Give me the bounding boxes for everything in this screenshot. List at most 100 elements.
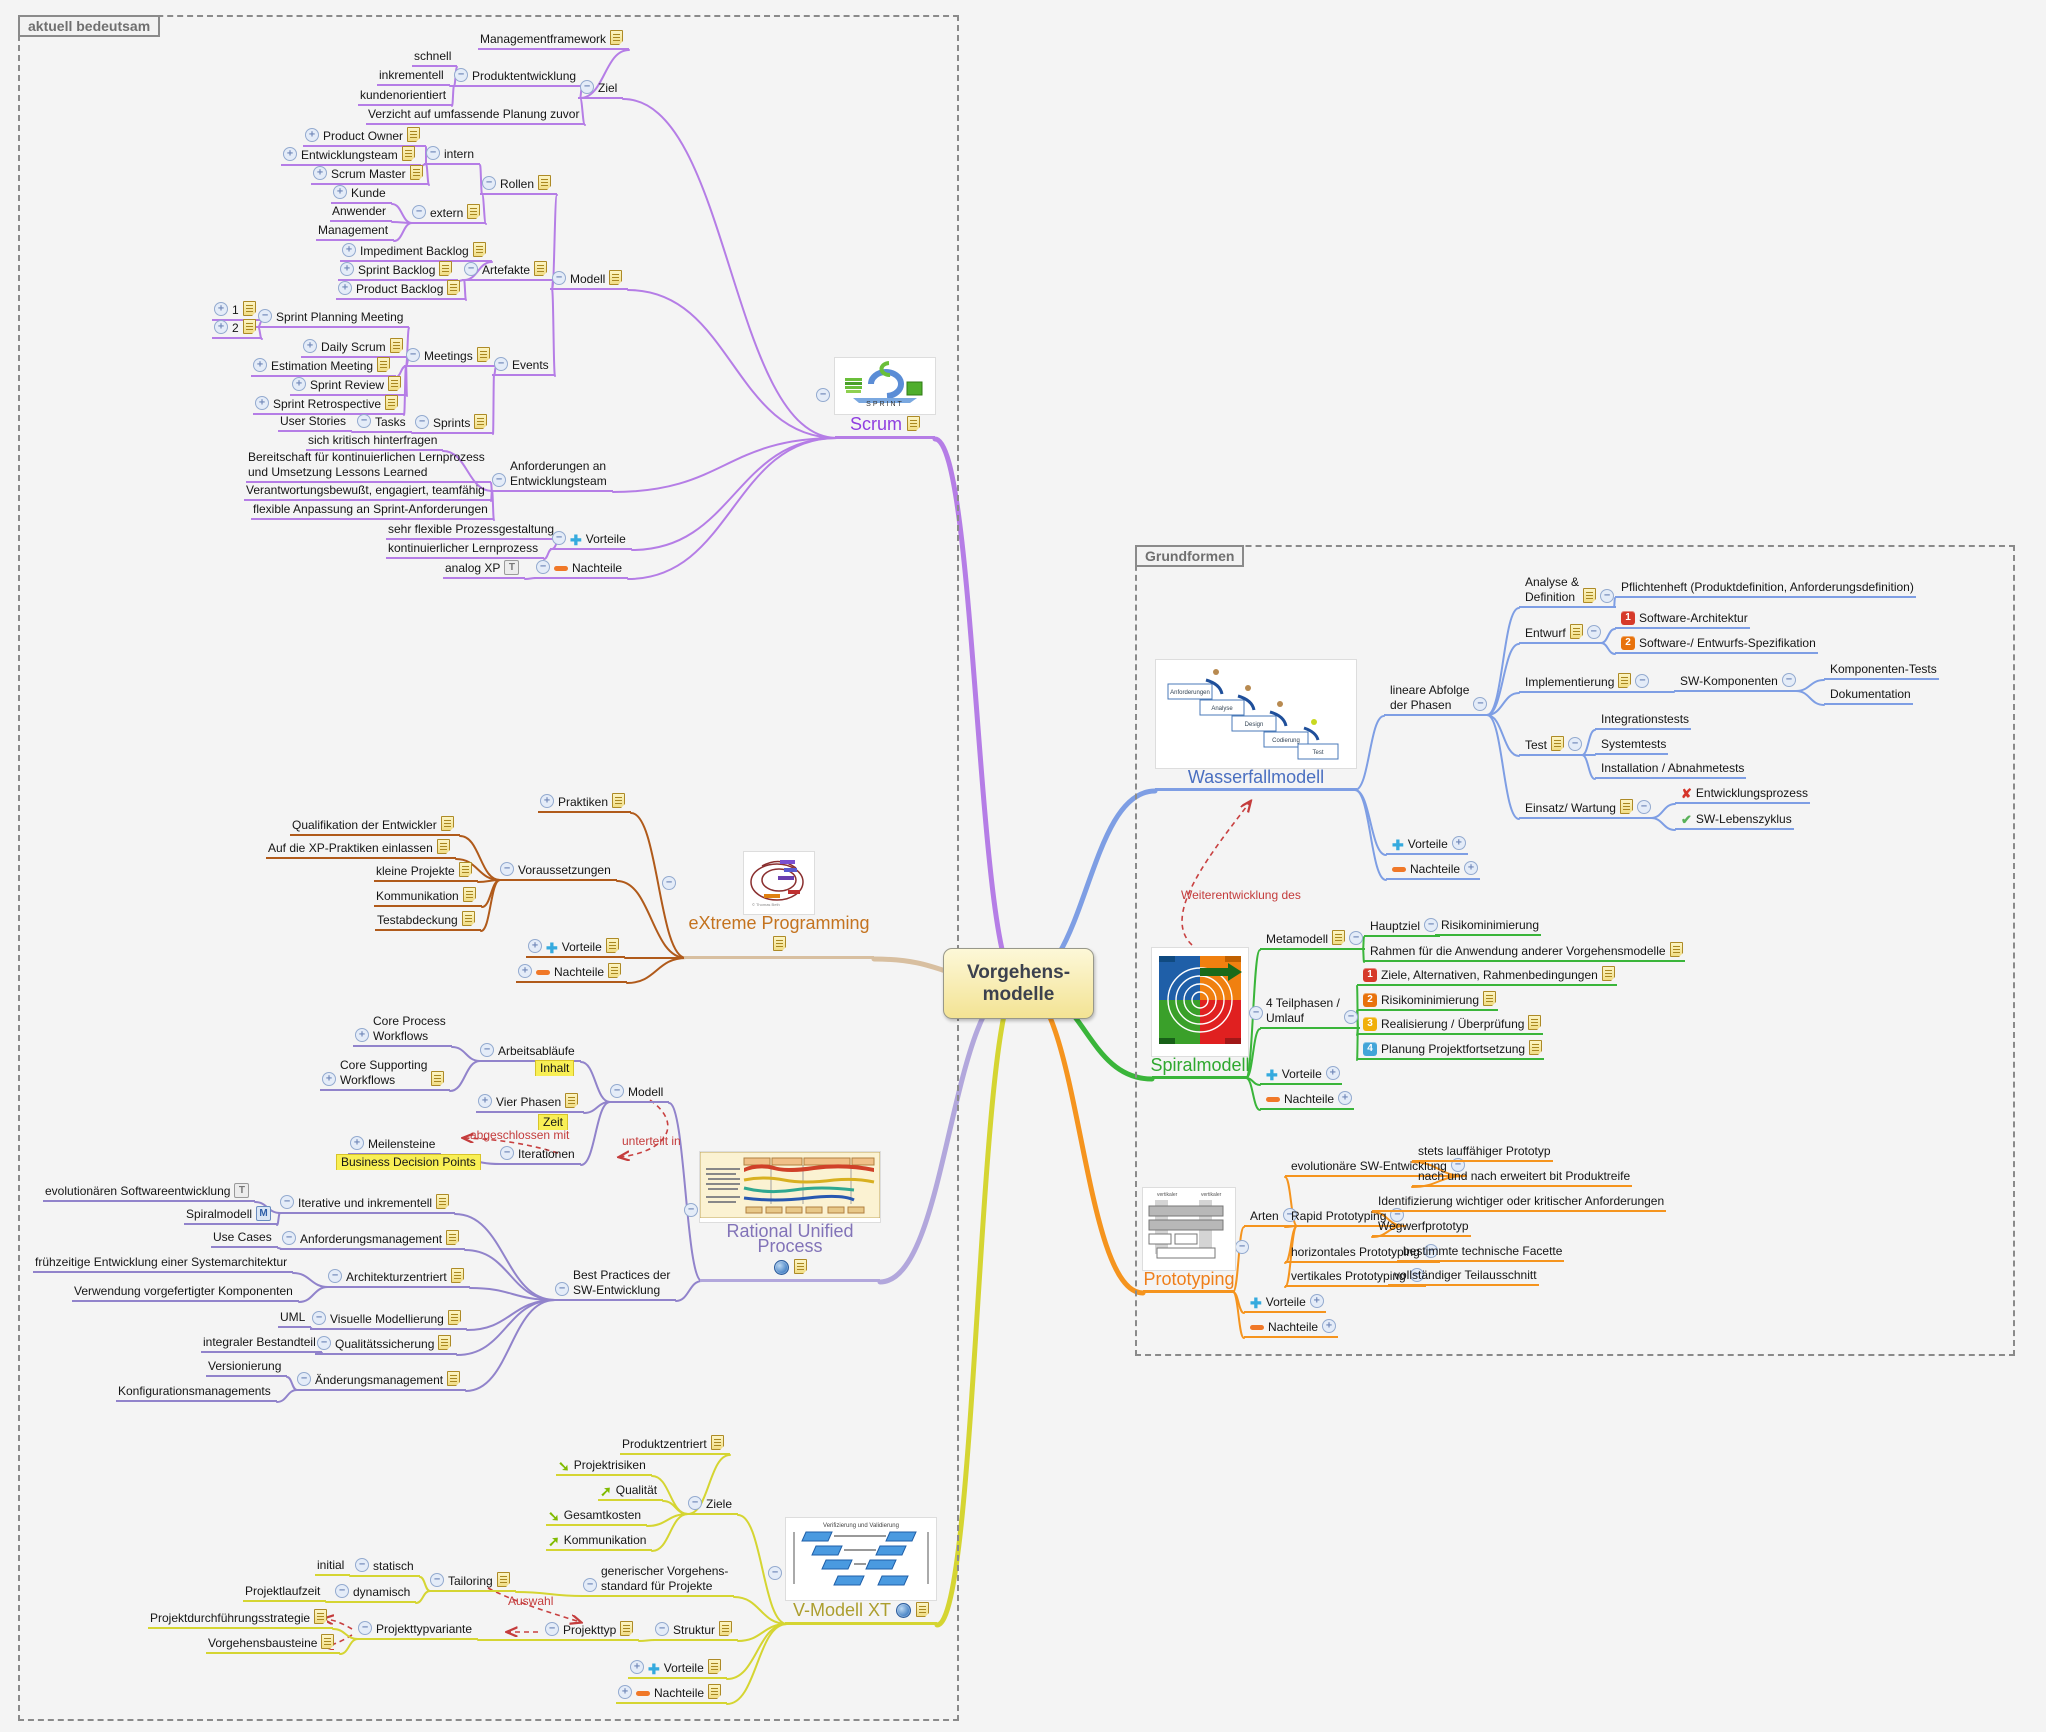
collapse-icon[interactable]: − <box>280 1195 294 1209</box>
wf-test[interactable]: Test− <box>1519 736 1585 756</box>
komponenten-tests[interactable]: Komponenten-Tests <box>1824 662 1939 680</box>
note-icon[interactable] <box>447 1310 461 1325</box>
rup-root-label[interactable]: Rational Unified Process <box>726 1221 854 1256</box>
expand-icon[interactable]: + <box>1464 861 1479 875</box>
collapse-icon[interactable]: − <box>662 876 676 890</box>
sprint-planning-2[interactable]: +2 <box>212 319 262 339</box>
collapse-icon[interactable]: − <box>357 414 371 428</box>
wf-linear[interactable]: lineare Abfolge der Phasen− <box>1384 683 1490 716</box>
note-icon[interactable] <box>472 242 486 257</box>
evolutionaere-sw-entwicklung[interactable]: evolutionäre SW-Entwicklung− <box>1285 1158 1467 1177</box>
expand-icon[interactable]: + <box>618 1685 632 1699</box>
note-icon[interactable] <box>1583 588 1597 603</box>
expand-icon[interactable]: + <box>303 339 317 353</box>
best-practices[interactable]: −Best Practices der SW-Entwicklung <box>553 1268 677 1301</box>
proto-collapse[interactable]: − <box>1229 1240 1255 1257</box>
vier-phasen[interactable]: +Vier Phasen <box>476 1093 585 1113</box>
expand-icon[interactable]: + <box>630 1660 644 1674</box>
expand-icon[interactable]: + <box>1309 1294 1324 1308</box>
note-icon[interactable] <box>565 1093 579 1108</box>
rahmen-vorgehensmodelle[interactable]: Rahmen für die Anwendung anderer Vorgehe… <box>1364 942 1685 962</box>
spiral-vorteile[interactable]: ✚Vorteile+ <box>1260 1066 1342 1085</box>
qualifikation-entwickler[interactable]: Qualifikation der Entwickler <box>290 816 460 836</box>
note-icon[interactable] <box>447 1371 461 1386</box>
rapid-prototyping[interactable]: Rapid Prototyping− <box>1285 1208 1407 1227</box>
expand-icon[interactable]: + <box>1451 836 1466 850</box>
verzicht-planung[interactable]: Verzicht auf umfassende Planung zuvor <box>366 107 586 125</box>
bestimmte-facette[interactable]: bestimmte technische Facette <box>1397 1244 1565 1262</box>
expand-icon[interactable]: + <box>214 320 228 334</box>
note-icon[interactable] <box>1669 942 1683 957</box>
tailoring[interactable]: −Tailoring <box>428 1572 516 1592</box>
collapse-icon[interactable]: − <box>1349 931 1364 945</box>
note-icon[interactable] <box>1618 673 1632 688</box>
note-icon[interactable] <box>916 1602 930 1617</box>
integraler-bestandteil[interactable]: integraler Bestandteil <box>201 1335 322 1353</box>
scrum-vorteile[interactable]: −✚Vorteile <box>550 531 632 550</box>
kontinuierlicher-lernprozess[interactable]: kontinuierlicher Lernprozess <box>386 541 545 559</box>
praktiken[interactable]: +Praktiken <box>538 793 632 813</box>
intern[interactable]: −intern <box>424 146 481 165</box>
note-icon[interactable] <box>409 165 423 180</box>
nach-und-nach-erweitert[interactable]: nach und nach erweitert bit Produktreife <box>1412 1169 1633 1187</box>
sw-komponenten[interactable]: SW-Komponenten− <box>1674 673 1798 692</box>
anforderungen[interactable]: −Anforderungen an Entwicklungsteam <box>490 459 613 492</box>
collapse-icon[interactable]: − <box>335 1584 349 1598</box>
collapse-icon[interactable]: − <box>552 271 566 285</box>
note-icon[interactable] <box>1528 1015 1542 1030</box>
anforderungsmanagement[interactable]: −Anforderungsmanagement <box>280 1230 466 1250</box>
note-icon[interactable] <box>440 816 454 831</box>
note-icon[interactable] <box>907 416 920 431</box>
note-icon[interactable] <box>450 1268 464 1283</box>
note-icon[interactable] <box>436 1194 450 1209</box>
artefakte[interactable]: −Artefakte <box>462 261 554 281</box>
analyse-definition[interactable]: Analyse & Definition− <box>1519 575 1617 608</box>
expand-icon[interactable]: + <box>253 358 267 372</box>
collapse-icon[interactable]: − <box>358 1621 372 1635</box>
collapse-icon[interactable]: − <box>412 205 426 219</box>
note-icon[interactable] <box>314 1609 328 1624</box>
collapse-icon[interactable]: − <box>1409 1268 1424 1282</box>
note-icon[interactable] <box>242 301 256 316</box>
note-icon[interactable] <box>708 1684 722 1699</box>
extern[interactable]: −extern <box>410 204 487 224</box>
expand-icon[interactable]: + <box>1322 1319 1337 1333</box>
note-icon[interactable] <box>719 1621 733 1636</box>
entwicklungsprozess[interactable]: ✘Entwicklungsprozess <box>1675 786 1810 804</box>
xp-root-label[interactable]: eXtreme Programming <box>688 913 870 933</box>
collapse-icon[interactable]: − <box>1249 1006 1263 1020</box>
projekttypvariante[interactable]: −Projekttypvariante <box>356 1621 479 1640</box>
expand-icon[interactable]: + <box>255 396 269 410</box>
product-owner[interactable]: +Product Owner <box>303 127 427 147</box>
kleine-projekte[interactable]: kleine Projekte <box>374 862 478 882</box>
business-decision-points[interactable]: Business Decision Points <box>336 1154 481 1170</box>
note-icon[interactable] <box>385 395 399 410</box>
product-backlog[interactable]: +Product Backlog <box>336 280 467 300</box>
note-icon[interactable] <box>1601 966 1615 981</box>
collapse-icon[interactable]: − <box>317 1336 331 1350</box>
note-icon[interactable] <box>608 963 622 978</box>
note-icon[interactable] <box>605 938 619 953</box>
collapse-icon[interactable]: − <box>688 1496 702 1510</box>
kundenorientiert[interactable]: kundenorientiert <box>358 88 453 106</box>
core-process-workflows[interactable]: +Core Process Workflows <box>353 1014 452 1047</box>
modell[interactable]: −Modell <box>550 270 629 290</box>
impediment-backlog[interactable]: +Impediment Backlog <box>340 242 492 262</box>
expand-icon[interactable]: + <box>1338 1091 1353 1105</box>
vmx-vorteile[interactable]: +✚Vorteile <box>628 1659 727 1679</box>
note-icon[interactable] <box>1529 1040 1543 1055</box>
sw-lebenszyklus[interactable]: ✔SW-Lebenszyklus <box>1675 812 1794 830</box>
sprint-backlog[interactable]: +Sprint Backlog <box>338 261 459 281</box>
proto-nachteile[interactable]: Nachteile+ <box>1244 1319 1339 1338</box>
note-icon[interactable] <box>710 1435 724 1450</box>
estimation-meeting[interactable]: +Estimation Meeting <box>251 357 397 377</box>
uml[interactable]: UML <box>278 1310 312 1328</box>
